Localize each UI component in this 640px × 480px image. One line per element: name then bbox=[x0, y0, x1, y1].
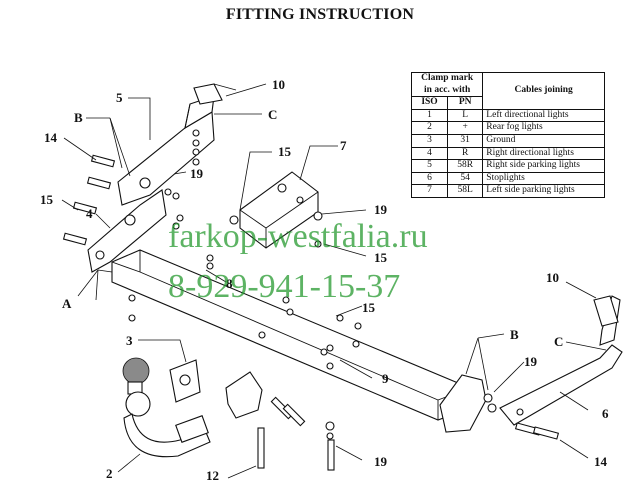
iso-cell: 2 bbox=[410, 121, 449, 135]
cable-cell: Left directional lights bbox=[482, 108, 605, 123]
label-4: 4 bbox=[86, 206, 93, 221]
label-19-right: 19 bbox=[524, 354, 538, 369]
pn-cell: R bbox=[447, 146, 484, 161]
iso-cell: 1 bbox=[410, 108, 449, 123]
label-19-left: 19 bbox=[190, 166, 204, 181]
label-3: 3 bbox=[126, 333, 133, 348]
iso-cell: 5 bbox=[410, 159, 449, 173]
center-mounting-plate bbox=[239, 171, 319, 249]
label-15-mid-right: 15 bbox=[374, 250, 388, 265]
label-5: 5 bbox=[116, 90, 123, 105]
pn-cell: + bbox=[447, 121, 484, 135]
cables-joining-header: Cables joining bbox=[482, 72, 605, 110]
cable-clip-top bbox=[193, 83, 237, 105]
label-19-bottom: 19 bbox=[374, 454, 388, 469]
cable-cell: Ground bbox=[482, 133, 605, 148]
label-10-top: 10 bbox=[272, 77, 285, 92]
pn-cell: 58R bbox=[447, 159, 484, 173]
label-c-right: C bbox=[554, 334, 563, 349]
iso-cell: 4 bbox=[410, 146, 449, 161]
label-10-right: 10 bbox=[546, 270, 559, 285]
pn-cell: 58L bbox=[447, 184, 484, 198]
pn-cell: 54 bbox=[447, 171, 484, 186]
label-14-right: 14 bbox=[594, 454, 608, 469]
watermark-site: farkop-westfalia.ru bbox=[168, 218, 428, 255]
leader-lines bbox=[61, 83, 607, 479]
label-14-left: 14 bbox=[44, 130, 58, 145]
page-title: FITTING INSTRUCTION bbox=[225, 6, 415, 23]
cable-cell: Rear fog lights bbox=[482, 121, 605, 135]
table-row: 2+Rear fog lights bbox=[410, 121, 605, 135]
label-15-mid-lower: 15 bbox=[362, 300, 376, 315]
socket-plate bbox=[169, 359, 263, 419]
label-8: 8 bbox=[226, 276, 233, 291]
label-b-left: B bbox=[74, 110, 83, 125]
label-2: 2 bbox=[106, 466, 113, 480]
label-b-right: B bbox=[510, 327, 519, 342]
cable-cell: Stoplights bbox=[482, 171, 605, 186]
label-15-left: 15 bbox=[40, 192, 54, 207]
iso-header: ISO bbox=[410, 96, 449, 110]
cable-joining-table: Clamp mark in acc. with Cables joining I… bbox=[410, 71, 605, 198]
tow-ball-assembly bbox=[122, 357, 211, 458]
fasteners bbox=[62, 129, 560, 471]
cable-cell: Left side parking lights bbox=[482, 184, 605, 198]
label-c-top: C bbox=[268, 107, 277, 122]
cable-cell: Right directional lights bbox=[482, 146, 605, 161]
pn-cell: L bbox=[447, 108, 484, 123]
iso-cell: 6 bbox=[410, 171, 449, 186]
pn-header: PN bbox=[447, 96, 484, 110]
label-12: 12 bbox=[206, 468, 219, 480]
pn-cell: 31 bbox=[447, 133, 484, 148]
iso-cell: 7 bbox=[410, 184, 449, 198]
watermark-phone: 8-929-941-15-37 bbox=[168, 268, 401, 305]
clamp-mark-header: Clamp mark in acc. with bbox=[410, 71, 484, 98]
part-labels: 10 C 5 B 14 19 15 7 15 4 19 15 15 A 8 3 … bbox=[40, 77, 609, 480]
label-7: 7 bbox=[340, 138, 347, 153]
iso-cell: 3 bbox=[410, 133, 449, 148]
label-19-mid: 19 bbox=[374, 202, 388, 217]
left-lower-bracket bbox=[87, 189, 167, 273]
label-6: 6 bbox=[602, 406, 609, 421]
label-a: A bbox=[62, 296, 72, 311]
cable-clip-right bbox=[593, 295, 619, 327]
label-9: 9 bbox=[382, 371, 389, 386]
label-15-upper: 15 bbox=[278, 144, 292, 159]
cable-cell: Right side parking lights bbox=[482, 159, 605, 173]
left-side-bracket bbox=[117, 95, 215, 206]
